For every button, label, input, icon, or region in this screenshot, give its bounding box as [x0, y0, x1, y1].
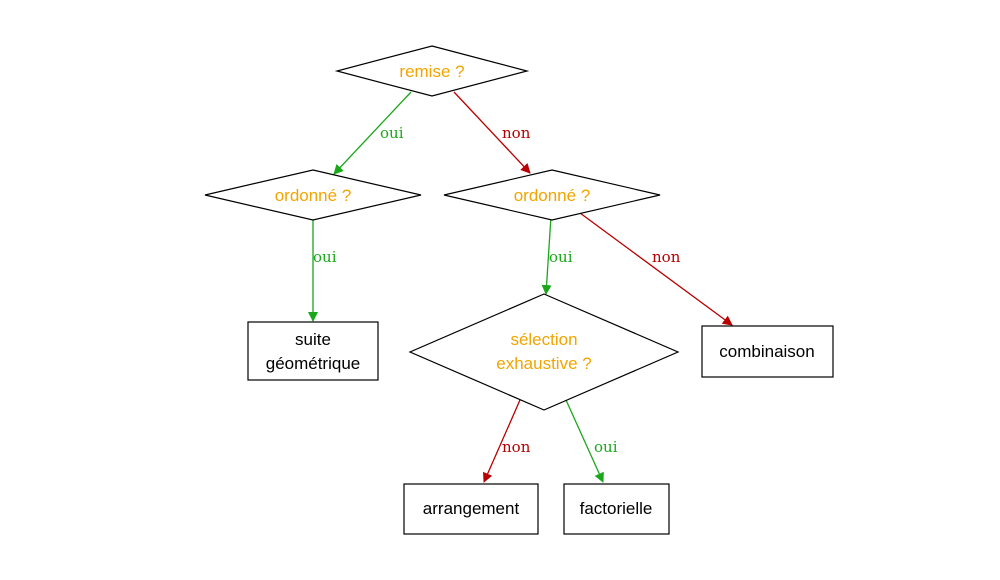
- edge-ordonne-right-oui: [541, 215, 552, 295]
- edge-label-ordonne-right-oui: oui: [549, 248, 573, 266]
- node-remise: remise ?: [334, 45, 530, 97]
- node-ordonne-left-label: ordonné ?: [275, 186, 352, 205]
- edge-selection-non: [483, 399, 521, 483]
- leaf-suite-label-line2: géométrique: [266, 354, 361, 373]
- leaf-arrangement: arrangement: [403, 483, 539, 535]
- leaf-arrangement-label: arrangement: [423, 499, 520, 518]
- edge-remise-non: [453, 91, 531, 174]
- leaf-factorielle: factorielle: [563, 483, 670, 535]
- node-selection-label-line2: exhaustive ?: [496, 354, 591, 373]
- leaf-suite-geometrique: suite géométrique: [247, 321, 379, 381]
- leaf-combinaison: combinaison: [701, 325, 834, 378]
- edge-selection-oui: [565, 399, 604, 483]
- leaf-suite-label-line1: suite: [295, 330, 331, 349]
- leaf-factorielle-label: factorielle: [580, 499, 653, 518]
- node-remise-label: remise ?: [399, 62, 464, 81]
- edge-label-remise-oui: oui: [380, 124, 404, 142]
- edge-label-remise-non: non: [502, 124, 531, 142]
- node-ordonne-left: ordonné ?: [204, 169, 422, 221]
- node-selection-label-line1: sélection: [510, 330, 577, 349]
- edge-ordonne-right-non: [579, 212, 733, 326]
- edge-label-ordonne-right-non: non: [652, 248, 681, 266]
- node-selection: sélection exhaustive ?: [408, 293, 680, 411]
- node-ordonne-right: ordonné ?: [443, 169, 661, 221]
- node-ordonne-right-label: ordonné ?: [514, 186, 591, 205]
- edge-label-selection-non: non: [502, 438, 531, 456]
- leaf-combinaison-label: combinaison: [719, 342, 814, 361]
- edge-label-ordonne-left-oui: oui: [313, 248, 337, 266]
- edge-remise-oui: [333, 91, 412, 175]
- edge-label-selection-oui: oui: [594, 438, 618, 456]
